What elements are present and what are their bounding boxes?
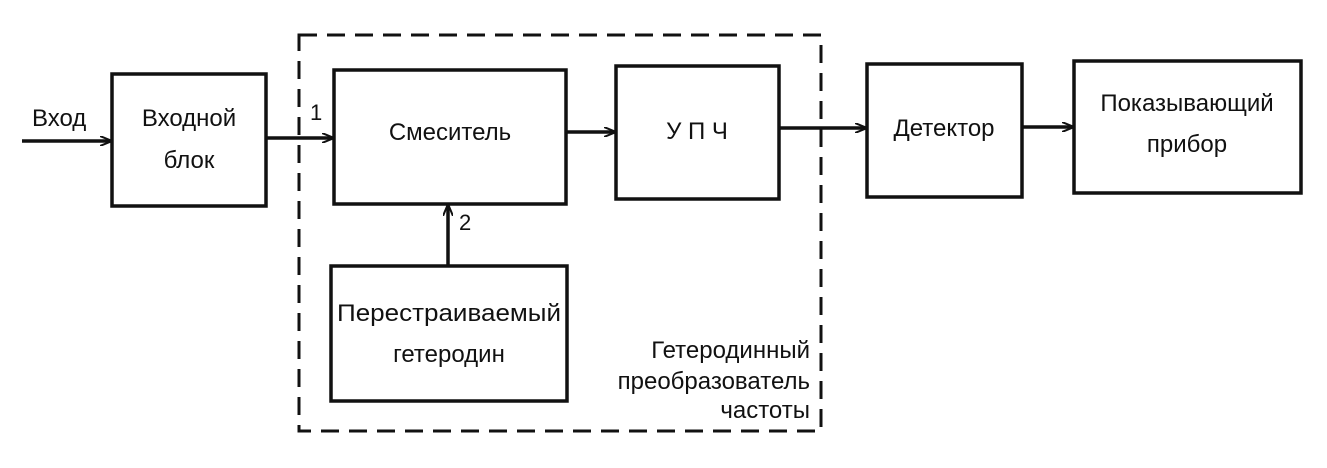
indicator-label-line-2: прибор [1147,131,1227,158]
mixer-port-1-label: 1 [310,100,322,125]
indicator-label-line-1: Показывающий [1100,90,1273,117]
mixer-port-2-label: 2 [459,210,471,235]
oscillator-label-line-2: гетеродин [393,341,505,368]
input-block-label-line-1: Входной [142,105,236,132]
detector-label: Детектор [893,115,994,142]
input-label: Вход [32,105,86,132]
frequency-converter-frame [297,33,823,433]
frequency-converter-caption: Гетеродинный преобразователь частоты [618,337,810,424]
oscillator-label-line-1: Перестраиваемый [337,300,561,327]
detector-block: Детектор [865,62,1024,199]
input-block-label-line-2: блок [164,147,215,174]
caption-line-1: Гетеродинный [651,337,810,364]
oscillator-block: Перестраиваемый гетеродин [329,264,569,403]
mixer-label: Смеситель [389,119,511,146]
mixer-block: Смеситель [332,68,568,206]
caption-line-2: преобразователь [618,368,810,395]
if-amplifier-block: У П Ч [614,64,781,201]
indicator-block: Показывающий прибор [1072,59,1303,195]
caption-line-3: частоты [720,397,810,424]
if-amplifier-label: У П Ч [666,118,728,145]
input-block: Входной блок [110,72,268,208]
